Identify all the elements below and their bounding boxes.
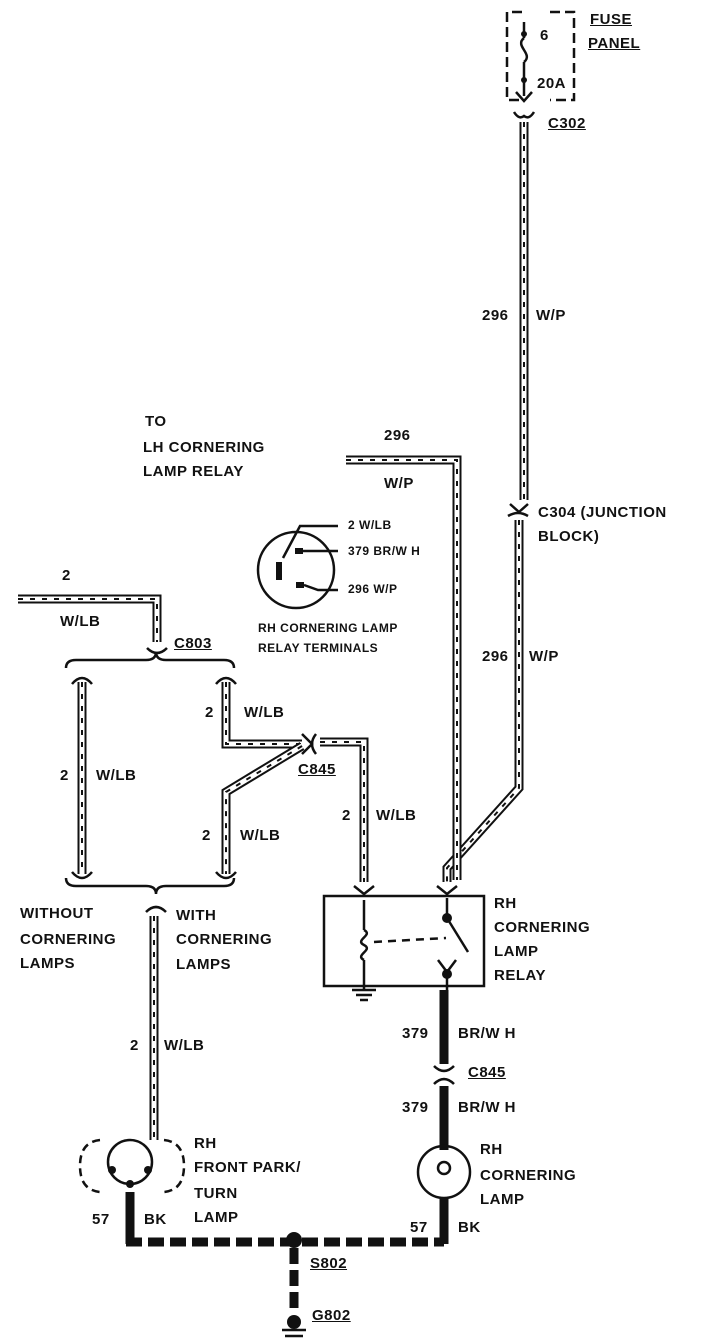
wire-2-jump-upper-color: W/LB xyxy=(244,704,285,721)
wire-296-left-color: W/P xyxy=(384,475,414,492)
relay-label-1: RH xyxy=(494,895,517,912)
c304-label-1: C304 (JUNCTION xyxy=(538,504,667,521)
c803-label: C803 xyxy=(174,635,212,652)
rh-cornering-lamp xyxy=(416,1144,472,1244)
wire-57-right-color: BK xyxy=(458,1219,481,1236)
wire-379 xyxy=(433,990,455,1150)
c302-label: C302 xyxy=(548,115,586,132)
c845-lower-label: C845 xyxy=(468,1064,506,1081)
without-line2: CORNERING xyxy=(20,931,117,948)
relay-terminals-diagram xyxy=(256,524,338,610)
wire-2-jump-lower-color: W/LB xyxy=(240,827,281,844)
relay-label-2: CORNERING xyxy=(494,919,591,936)
wire-2-left-num: 2 xyxy=(60,767,69,784)
option-bracket xyxy=(64,877,236,895)
wire-57-right-num: 57 xyxy=(410,1219,428,1236)
wire-379-upper-num: 379 xyxy=(402,1025,429,1042)
wire-2-top xyxy=(18,594,162,642)
wire-379-lower-color: BR/W H xyxy=(458,1099,516,1116)
without-line3: LAMPS xyxy=(20,955,75,972)
wire-296-to-relay xyxy=(442,520,524,882)
c302-connector xyxy=(512,111,536,119)
relay-label-3: LAMP xyxy=(494,943,539,960)
park-lamp-label-4: LAMP xyxy=(194,1209,239,1226)
with-line2: CORNERING xyxy=(176,931,273,948)
wire-2-lamp-color: W/LB xyxy=(164,1037,205,1054)
c845-upper-connector xyxy=(301,733,318,755)
to-lh-line1: TO xyxy=(145,413,167,430)
to-lh-line2: LH CORNERING xyxy=(143,439,265,456)
terminals-caption-2: RELAY TERMINALS xyxy=(258,641,379,655)
relay-label-4: RELAY xyxy=(494,967,546,984)
c803-connector xyxy=(64,651,236,669)
terminal-2-label: 2 W/LB xyxy=(348,518,392,532)
terminal-379-label: 379 BR/W H xyxy=(348,544,421,558)
to-lh-line3: LAMP RELAY xyxy=(143,463,244,480)
terminal-296-label: 296 W/P xyxy=(348,582,398,596)
fuse-panel-title-1: FUSE xyxy=(590,11,633,28)
wire-2-left-color: W/LB xyxy=(96,767,137,784)
rh-front-park-turn-lamp xyxy=(78,1138,186,1244)
wire-296-left xyxy=(346,455,462,880)
wire-2-relay-num: 2 xyxy=(342,807,351,824)
corner-lamp-label-3: LAMP xyxy=(480,1191,525,1208)
wire-2-jump-upper-num: 2 xyxy=(205,704,214,721)
without-line1: WITHOUT xyxy=(20,905,94,922)
wire-2-lamp-num: 2 xyxy=(130,1037,139,1054)
s802-label: S802 xyxy=(310,1255,348,1272)
with-line1: WITH xyxy=(176,907,217,924)
rh-cornering-lamp-relay xyxy=(322,885,486,1002)
wire-2-to-relay xyxy=(320,737,369,882)
park-lamp-label-1: RH xyxy=(194,1135,217,1152)
c304-label-2: BLOCK) xyxy=(538,528,600,545)
wire-2-relay-color: W/LB xyxy=(376,807,417,824)
ground-bus-57 xyxy=(126,1232,444,1338)
fuse-panel xyxy=(505,10,576,103)
corner-lamp-label-2: CORNERING xyxy=(480,1167,577,1184)
c304-connector xyxy=(507,503,529,518)
park-lamp-label-3: TURN xyxy=(194,1185,238,1202)
corner-lamp-label-1: RH xyxy=(480,1141,503,1158)
wire-296-top-color: W/P xyxy=(536,307,566,324)
c845-upper-label: C845 xyxy=(298,761,336,778)
wire-296-top-num: 296 xyxy=(482,307,509,324)
wire-296-mid-color: W/P xyxy=(529,648,559,665)
wire-296-left-num: 296 xyxy=(384,427,411,444)
wire-57-left-num: 57 xyxy=(92,1211,110,1228)
with-line3: LAMPS xyxy=(176,956,231,973)
fuse-panel-title-2: PANEL xyxy=(588,35,641,52)
wire-2-top-color: W/LB xyxy=(60,613,101,630)
wire-2-with-upper xyxy=(221,682,302,749)
fuse-rating: 20A xyxy=(537,75,567,92)
wire-379-lower-num: 379 xyxy=(402,1099,429,1116)
wire-379-upper-color: BR/W H xyxy=(458,1025,516,1042)
wire-2-jump-lower-num: 2 xyxy=(202,827,211,844)
g802-label: G802 xyxy=(312,1307,351,1324)
terminals-caption-1: RH CORNERING LAMP xyxy=(258,621,398,635)
wire-2-with-lower xyxy=(221,742,305,874)
wire-2-top-num: 2 xyxy=(62,567,71,584)
fuse-number: 6 xyxy=(540,27,549,44)
park-lamp-label-2: FRONT PARK/ xyxy=(194,1159,301,1176)
wire-57-left-color: BK xyxy=(144,1211,167,1228)
wire-296-mid-num: 296 xyxy=(482,648,509,665)
